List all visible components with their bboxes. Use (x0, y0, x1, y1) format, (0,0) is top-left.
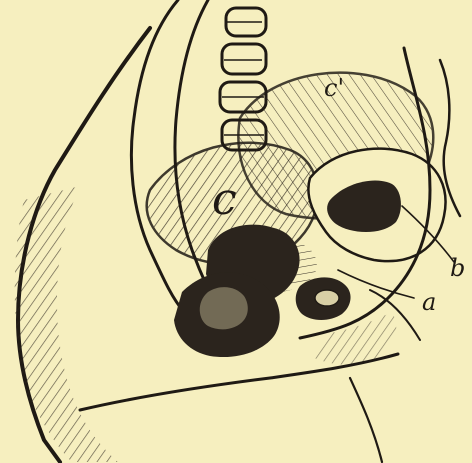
label-a: a (422, 288, 436, 316)
small-right-organ-center (315, 290, 339, 306)
label-c-prime: c' (324, 74, 344, 102)
label-b: b (450, 254, 465, 282)
rectal-highlight (200, 287, 248, 329)
leg-line (350, 378, 382, 462)
buttock-shading (15, 186, 118, 462)
label-c: c (212, 174, 237, 225)
